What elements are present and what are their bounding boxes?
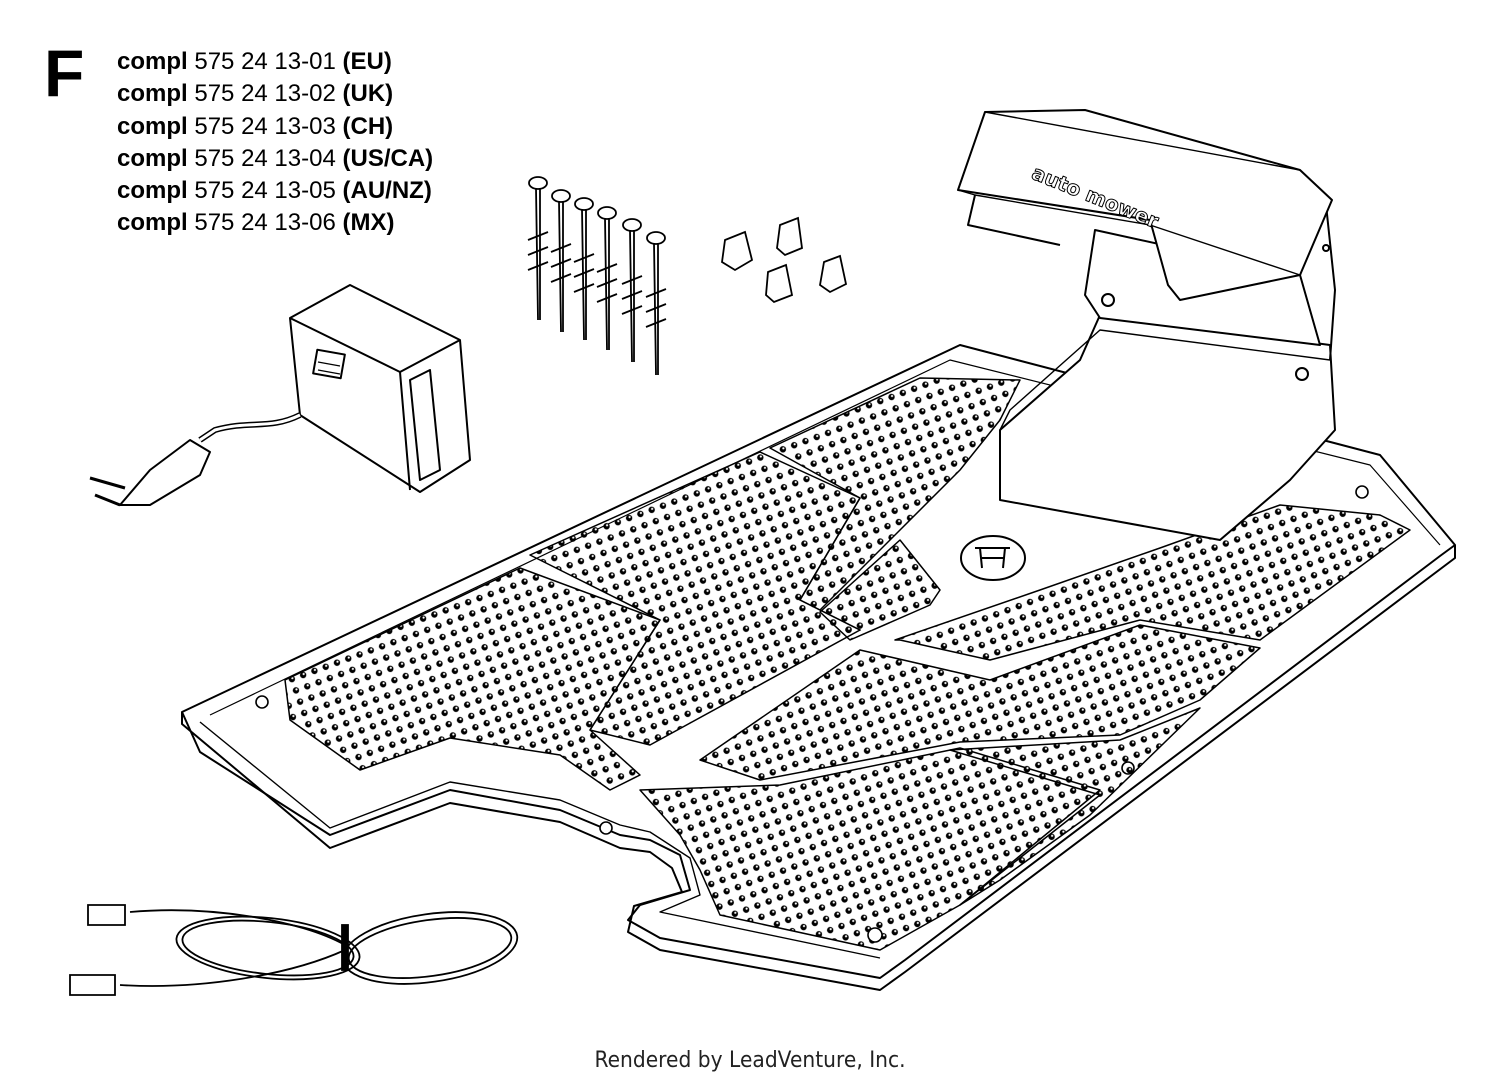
- ground-pegs: [527, 176, 667, 376]
- part-number: 575 24 13-01: [194, 48, 336, 75]
- connector: [721, 230, 754, 272]
- part-row: compl 575 24 13-01 (EU): [117, 46, 433, 78]
- part-row: compl 575 24 13-06 (MX): [117, 207, 433, 239]
- wire-connectors: [721, 216, 848, 304]
- connector: [765, 263, 794, 304]
- part-row: compl 575 24 13-05 (AU/NZ): [117, 175, 433, 207]
- connector: [776, 216, 803, 257]
- peg: [550, 189, 572, 333]
- part-region: (US/CA): [342, 144, 434, 172]
- part-region: (CH): [342, 112, 394, 140]
- part-prefix: compl: [117, 177, 188, 205]
- part-number: 575 24 13-04: [194, 144, 336, 172]
- footer-credit: Rendered by LeadVenture, Inc.: [594, 1048, 906, 1073]
- peg: [645, 231, 667, 376]
- low-voltage-cable: [69, 904, 519, 996]
- part-region: (EU): [342, 48, 392, 75]
- part-prefix: compl: [117, 112, 188, 140]
- section-letter: F: [44, 36, 85, 110]
- part-number-list: compl 575 24 13-01 (EU) compl 575 24 13-…: [117, 46, 433, 240]
- part-row: compl 575 24 13-04 (US/CA): [117, 143, 433, 175]
- part-row: compl 575 24 13-02 (UK): [117, 78, 433, 110]
- brand-logo-emblem: [960, 535, 1026, 581]
- part-row: compl 575 24 13-03 (CH): [117, 111, 433, 143]
- connector: [819, 254, 848, 294]
- peg: [596, 206, 618, 351]
- mounting-holes: [255, 485, 1369, 943]
- part-region: (MX): [342, 209, 395, 237]
- peg: [621, 218, 643, 363]
- power-supply: [89, 284, 471, 507]
- part-prefix: compl: [117, 144, 188, 172]
- peg: [573, 197, 595, 341]
- part-prefix: compl: [117, 209, 188, 237]
- part-number: 575 24 13-02: [194, 80, 336, 108]
- part-region: (UK): [342, 80, 394, 108]
- part-region: (AU/NZ): [342, 177, 432, 205]
- peg: [527, 176, 549, 321]
- part-number: 575 24 13-03: [194, 112, 336, 140]
- grip-pads: [284, 377, 1411, 951]
- part-prefix: compl: [117, 80, 188, 108]
- part-prefix: compl: [117, 48, 188, 75]
- charging-station: auto mower: [957, 109, 1336, 541]
- part-number: 575 24 13-05: [194, 177, 336, 205]
- part-number: 575 24 13-06: [194, 209, 336, 237]
